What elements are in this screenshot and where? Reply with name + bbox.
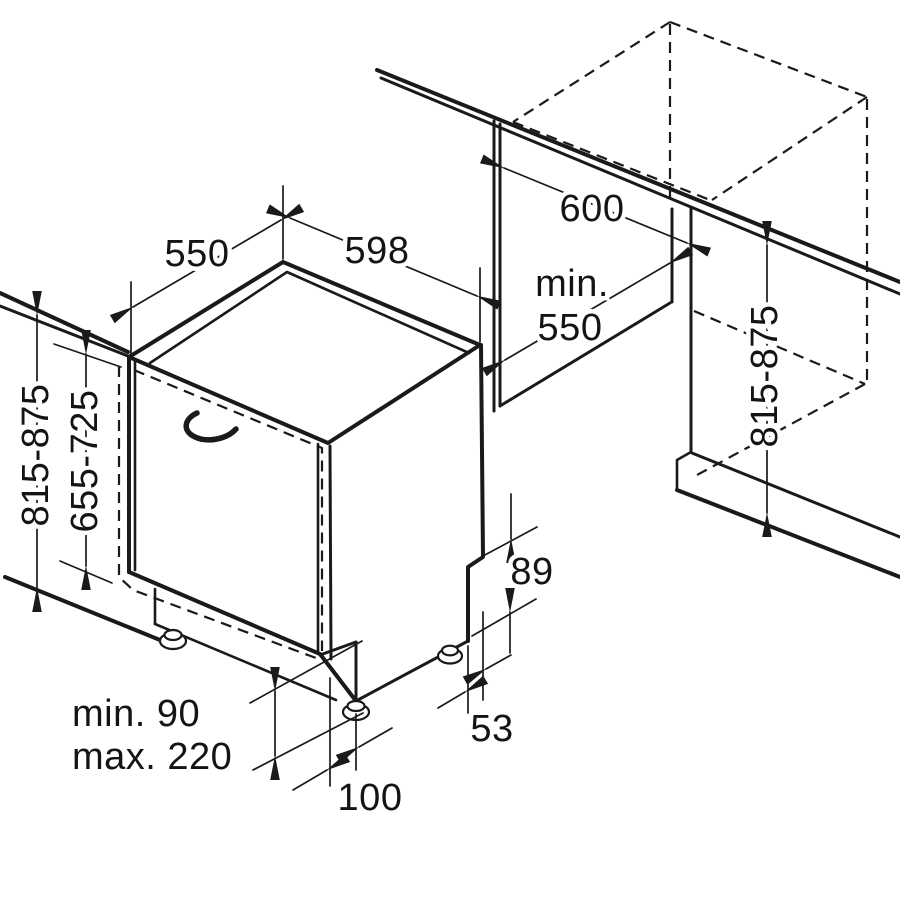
dim-left-height-label: 815-875 <box>15 384 57 527</box>
dim-counter-depth-label: 600 <box>560 188 625 230</box>
dim-front-foot-inset-label: 100 <box>338 777 403 819</box>
dim-rear-base-height-label: 89 <box>510 551 553 593</box>
dim-plinth-min-label: min. 90 <box>72 693 200 735</box>
furniture-panel-outline <box>117 366 324 660</box>
dim-niche-depth-label-line1: min. <box>535 263 609 305</box>
dimension-lines <box>32 154 772 791</box>
door-handle <box>183 410 239 443</box>
rear-foot <box>436 644 464 665</box>
dim-plinth-max-label: max. 220 <box>72 736 232 778</box>
dim-top-depth-label: 550 <box>165 233 230 275</box>
front-left-foot <box>158 628 188 651</box>
dim-niche-depth-label-line2: 550 <box>538 307 603 349</box>
dim-front-width-label: 598 <box>345 230 410 272</box>
dimension-labels: 550 598 600 min. 550 815-875 655-725 815… <box>11 184 791 824</box>
dim-panel-height-label: 655-725 <box>64 390 106 533</box>
front-right-foot <box>341 699 371 722</box>
dim-right-height-label: 815-875 <box>744 305 786 448</box>
adjustable-feet <box>158 628 464 722</box>
dim-rear-foot-inset-label: 53 <box>470 708 513 750</box>
